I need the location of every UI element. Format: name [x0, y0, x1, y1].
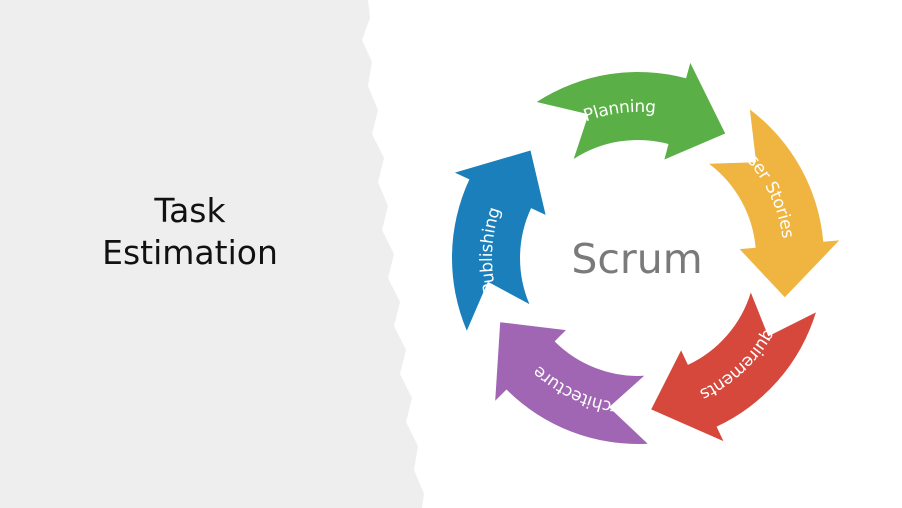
arrow-requirements — [651, 292, 816, 442]
slide-title: Task Estimation — [80, 190, 300, 274]
title-line-2: Estimation — [102, 233, 278, 272]
arrow-publishing — [451, 150, 546, 331]
title-line-1: Task — [154, 191, 226, 230]
arrow-architecture — [495, 322, 648, 444]
arrow-user-stories — [709, 109, 840, 298]
center-label: Scrum — [571, 235, 702, 283]
arrow-planning — [536, 62, 726, 160]
